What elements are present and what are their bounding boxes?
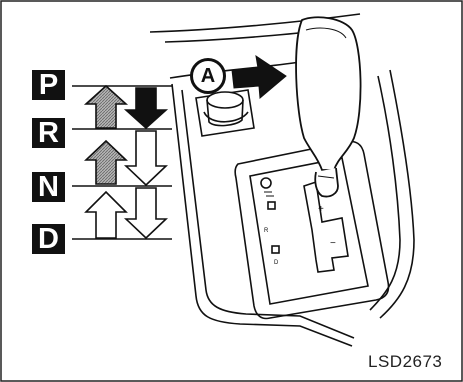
arrow-r-to-n-outline [126,131,166,185]
center-console [150,14,414,346]
arrow-n-to-r-hatched [86,141,126,184]
figure-reference-code: LSD2673 [368,352,442,372]
gear-rail-lines [72,86,172,239]
gear-label-d: D [32,224,65,254]
arrow-r-to-p-hatched [86,86,126,128]
callout-label-a: A [190,58,226,94]
arrow-d-to-n-outline [86,192,126,238]
shift-gate-panel: R D + − [235,142,388,319]
arrow-n-to-d-outline [126,188,166,238]
svg-text:R: R [264,228,269,234]
gear-label-r: R [32,118,65,148]
shift-lever [296,17,361,196]
shift-lock-button [196,90,254,136]
svg-text:+: + [318,204,324,215]
svg-text:−: − [330,238,336,249]
arrow-p-to-r-solid [126,88,166,128]
gear-label-n: N [32,172,65,202]
gear-label-p: P [32,70,65,100]
svg-text:D: D [274,260,279,266]
